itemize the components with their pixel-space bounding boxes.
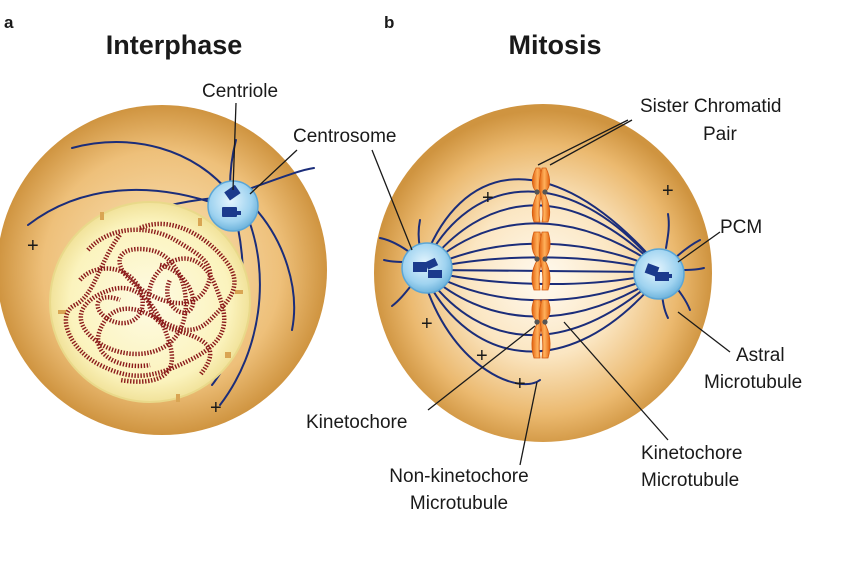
panel-b-letter: b (384, 13, 394, 32)
panel-a: a Interphase (0, 13, 327, 435)
astral-label: Astral (736, 345, 785, 366)
plus-sign: + (27, 235, 39, 257)
kinetochore-microtubule-leader (563, 321, 669, 441)
centriole-leader (232, 102, 237, 191)
non-kinetochore-label-2: Microtubule (410, 493, 508, 514)
centrosome-leader-b (371, 149, 413, 251)
panel-b: b Mitosis (371, 13, 731, 466)
panel-a-letter: a (4, 13, 14, 32)
plus-sign: + (662, 180, 674, 202)
centriole-label: Centriole (202, 81, 278, 102)
labels: Centrosome Sister Chromatid Pair PCM Ast… (293, 96, 802, 514)
interphase-centriole (222, 184, 241, 217)
interphase-title: Interphase (106, 30, 243, 60)
plus-sign: + (421, 313, 433, 335)
right-centriole (644, 263, 672, 281)
plus-sign: + (482, 187, 494, 209)
plus-sign: + (476, 345, 488, 367)
kinetochore-leader (427, 325, 536, 411)
sister-chromatid-label: Sister Chromatid (640, 96, 782, 117)
sister-chromatid-leader-1 (537, 119, 629, 166)
chromatin (63, 221, 237, 384)
nuclear-pores (58, 212, 243, 402)
pcm-label: PCM (720, 217, 762, 238)
pcm-leader (677, 231, 721, 263)
non-kinetochore-leader (519, 381, 538, 466)
kinetochore-microtubule-label-2: Microtubule (641, 470, 739, 491)
sister-chromatid-leader-2 (549, 119, 633, 166)
kinetochore-label: Kinetochore (306, 412, 407, 433)
centrosome-label: Centrosome (293, 126, 397, 147)
centrosome-leader-a (249, 149, 298, 195)
chromosome-middle (531, 231, 551, 291)
chromosome-top (531, 167, 551, 223)
plus-sign: + (210, 397, 222, 419)
kinetochore-microtubule-label-1: Kinetochore (641, 443, 742, 464)
chromosome-bottom (531, 299, 551, 359)
mitosis-title: Mitosis (508, 30, 601, 60)
astral-leader (677, 311, 731, 353)
sister-chromatid-label-pair: Pair (703, 124, 737, 145)
astral-microtubule-label: Microtubule (704, 372, 802, 393)
plus-sign: + (514, 373, 526, 395)
non-kinetochore-label-1: Non-kinetochore (389, 466, 528, 487)
left-centriole (413, 257, 442, 278)
